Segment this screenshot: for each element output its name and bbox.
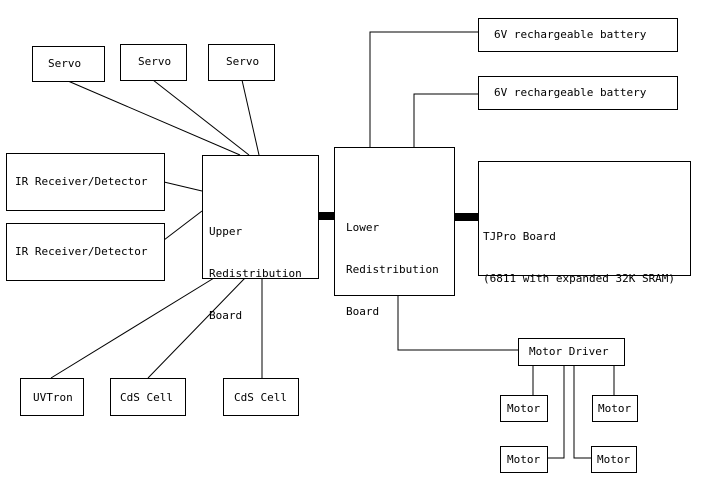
battery-label: 6V rechargeable battery [494, 86, 647, 99]
servo-label: Servo [48, 57, 82, 70]
ir-receiver-box-1: IR Receiver/Detector [6, 153, 165, 211]
motor-box-2: Motor [592, 395, 638, 422]
tjpro-board-label: TJPro Board (6811 with expanded 32K SRAM… [483, 230, 676, 285]
cds-cell-box-2: CdS Cell [223, 378, 299, 416]
cds-cell-label: CdS Cell [234, 391, 287, 404]
wire-cds-1 [147, 277, 246, 379]
wire-ir-1 [163, 181, 203, 192]
wire-ir-2 [163, 210, 203, 241]
wire-battery-1 [369, 31, 478, 147]
wire-servo-2 [152, 79, 250, 156]
wire-motor-3 [548, 365, 565, 459]
motor-driver-box: Motor Driver [518, 338, 625, 366]
wire-servo-1 [67, 80, 241, 156]
battery-box-2: 6V rechargeable battery [478, 76, 678, 110]
servo-box-2: Servo [120, 44, 187, 81]
motor-box-4: Motor [591, 446, 637, 473]
wire-motor-4 [573, 365, 591, 459]
servo-label: Servo [226, 55, 260, 68]
ir-receiver-label: IR Receiver/Detector [15, 245, 148, 258]
uvtron-label: UVTron [33, 391, 73, 404]
wire-battery-2 [413, 93, 478, 147]
lower-redistribution-board: Lower Redistribution Board [334, 147, 455, 318]
servo-box-1: Servo [32, 46, 105, 82]
lower-board-label: Lower Redistribution Board [346, 221, 439, 318]
motor-label: Motor [598, 402, 632, 415]
motor-box-1: Motor [500, 395, 548, 422]
tjpro-board: TJPro Board (6811 with expanded 32K SRAM… [478, 161, 691, 285]
upper-redistribution-board: Upper Redistribution Board [202, 155, 319, 322]
battery-box-1: 6V rechargeable battery [478, 18, 678, 52]
wire-uvtron [50, 277, 215, 379]
wire-motor-driver [397, 295, 518, 351]
servo-label: Servo [138, 55, 172, 68]
bus-upper-lower [318, 212, 335, 220]
motor-label: Motor [507, 402, 541, 415]
servo-box-3: Servo [208, 44, 275, 81]
cds-cell-label: CdS Cell [120, 391, 173, 404]
motor-label: Motor [597, 453, 631, 466]
cds-cell-box-1: CdS Cell [110, 378, 186, 416]
motor-driver-label: Motor Driver [529, 345, 609, 358]
wire-servo-3 [241, 79, 260, 156]
motor-box-3: Motor [500, 446, 548, 473]
upper-board-label: Upper Redistribution Board [209, 225, 302, 322]
uvtron-box: UVTron [20, 378, 84, 416]
bus-lower-tjpro [454, 213, 478, 221]
battery-label: 6V rechargeable battery [494, 28, 647, 41]
ir-receiver-box-2: IR Receiver/Detector [6, 223, 165, 281]
motor-label: Motor [507, 453, 541, 466]
ir-receiver-label: IR Receiver/Detector [15, 175, 148, 188]
